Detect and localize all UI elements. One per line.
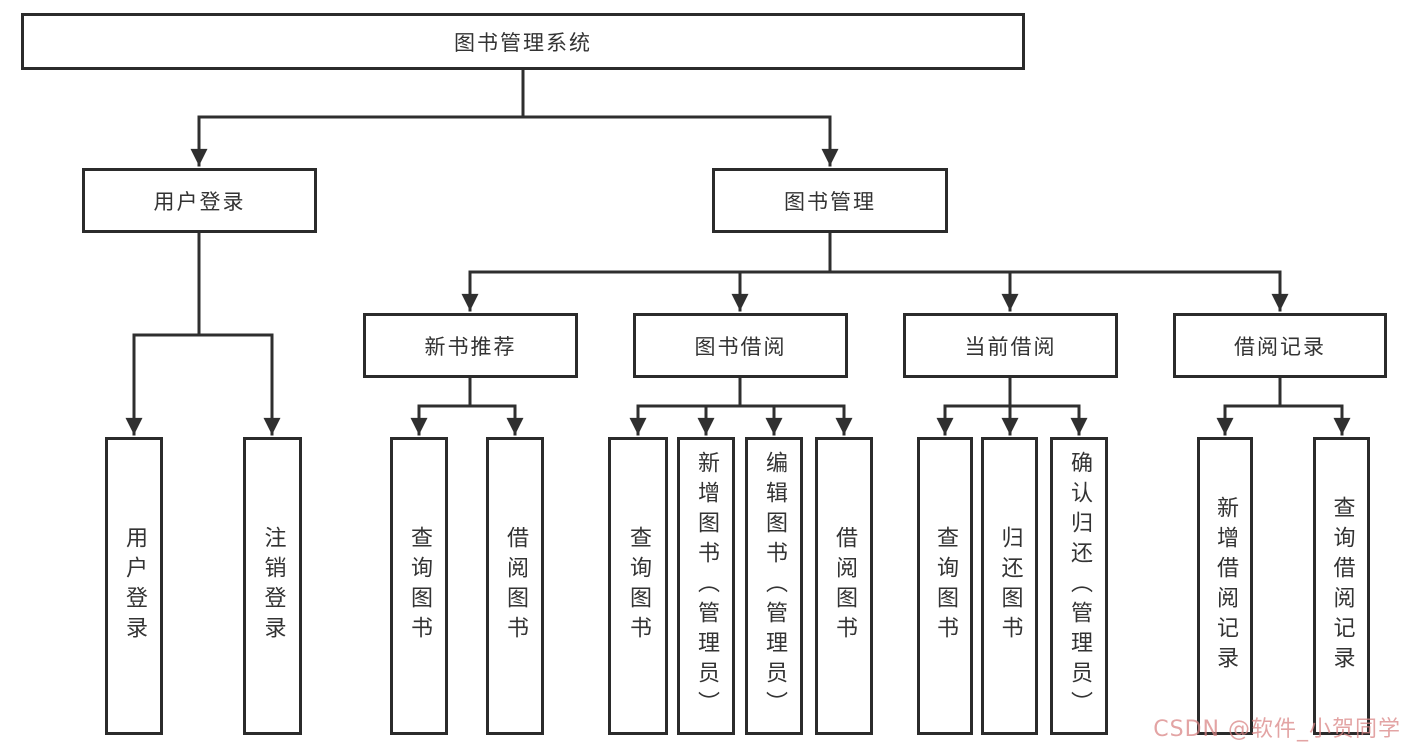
leaf-add-books-admin: 新增图书（管理员）	[677, 437, 735, 735]
leaf-query-books-newbook: 查询图书	[390, 437, 448, 735]
node-borrowing-records: 借阅记录	[1173, 313, 1387, 378]
leaf-return-books: 归还图书	[981, 437, 1038, 735]
leaf-logout: 注销登录	[243, 437, 302, 735]
node-book-borrowing: 图书借阅	[633, 313, 848, 378]
leaf-borrow-books: 借阅图书	[815, 437, 873, 735]
leaf-add-borrow-record: 新增借阅记录	[1197, 437, 1253, 735]
csdn-watermark: CSDN @软件_小贺同学	[1153, 717, 1401, 742]
node-library-management-system: 图书管理系统	[21, 13, 1025, 70]
leaf-edit-books-admin: 编辑图书（管理员）	[745, 437, 803, 735]
leaf-borrow-books-newbook: 借阅图书	[486, 437, 544, 735]
leaf-query-borrow-record: 查询借阅记录	[1313, 437, 1370, 735]
leaf-confirm-return-admin: 确认归还（管理员）	[1050, 437, 1108, 735]
leaf-query-books-borrow: 查询图书	[608, 437, 668, 735]
node-current-borrowing: 当前借阅	[903, 313, 1118, 378]
node-new-book-recommendation: 新书推荐	[363, 313, 578, 378]
leaf-user-login: 用户登录	[105, 437, 163, 735]
leaf-query-books-current: 查询图书	[917, 437, 973, 735]
node-book-management: 图书管理	[712, 168, 948, 233]
node-user-login: 用户登录	[82, 168, 317, 233]
